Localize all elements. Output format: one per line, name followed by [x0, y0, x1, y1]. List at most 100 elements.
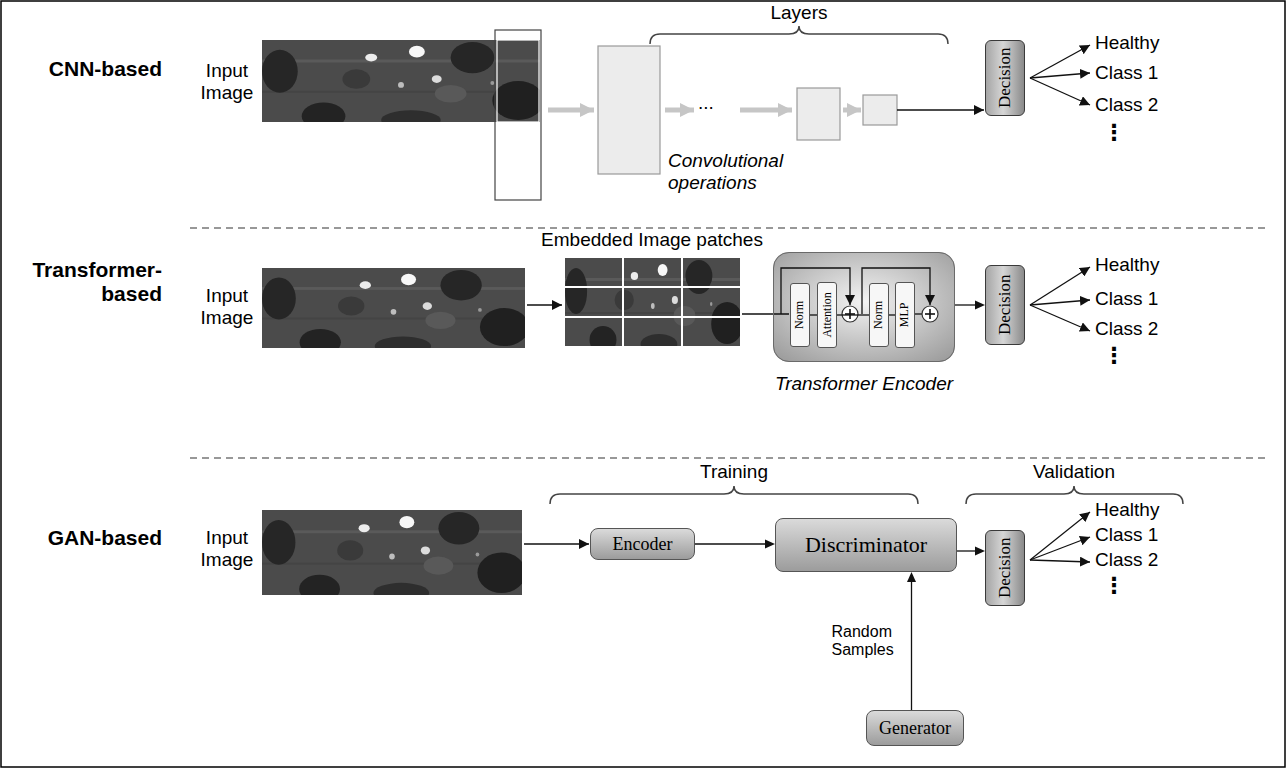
connector [957, 547, 985, 556]
flow-arrow [740, 108, 792, 113]
patch-label: Embedded Image patches [532, 229, 772, 251]
box-text: Encoder [613, 534, 673, 555]
layer-box: Norm [869, 283, 889, 347]
ellipsis: ⋮ [1103, 120, 1125, 145]
divider [190, 227, 1265, 228]
input-image [262, 510, 526, 603]
process-box: Generator [866, 710, 964, 746]
connector-line [957, 550, 977, 551]
brace [650, 26, 948, 44]
output-arrow [1030, 73, 1090, 78]
input-image [262, 268, 529, 356]
decision-text: Decision [995, 47, 1015, 107]
arrow-head [975, 301, 985, 310]
figure-circle [922, 306, 938, 322]
ellipsis: ... [698, 92, 714, 114]
class-label: Class 1 [1095, 524, 1158, 546]
decision-box: Decision [985, 530, 1025, 606]
layer-name: Attention [820, 292, 834, 337]
figure-line [929, 309, 931, 319]
layer-box: Attention [817, 282, 837, 348]
connector [955, 301, 985, 310]
class-label: Healthy [1095, 499, 1159, 521]
ellipsis: ⋮ [1103, 573, 1125, 598]
block-title: Transformer Encoder [774, 373, 954, 395]
layer-box [797, 88, 840, 140]
kernel-window [495, 30, 541, 200]
class-label: Class 2 [1095, 318, 1158, 340]
arrow-head [765, 540, 775, 549]
output-line [897, 109, 984, 110]
flow-arrow [524, 543, 589, 544]
brace-label: Training [664, 461, 804, 483]
layer-name: Norm [872, 301, 886, 329]
output-arrow [1030, 45, 1090, 78]
figure-use [569, 262, 743, 354]
process-box: Encoder [590, 528, 695, 560]
process-box: Discriminator [775, 518, 957, 572]
connector-line [695, 543, 767, 544]
connector-line [837, 314, 869, 315]
figure-line [849, 309, 851, 319]
output-arrow [1030, 267, 1090, 305]
layer-box: Norm [790, 283, 810, 347]
box-text: Discriminator [805, 532, 927, 557]
add-symbol [842, 306, 858, 322]
flow-arrow [548, 108, 594, 113]
output-arrow [1030, 512, 1090, 560]
output-arrow [1030, 537, 1090, 560]
decision-text: Decision [995, 274, 1015, 334]
flow-line [742, 313, 789, 314]
add-symbol [922, 306, 938, 322]
image-label: Input Image [194, 60, 260, 104]
connector-line [810, 314, 817, 315]
flow-arrow [665, 108, 694, 113]
row-title: GAN-based [20, 526, 162, 550]
layer-box: MLP [895, 282, 915, 348]
class-label: Class 1 [1095, 288, 1158, 310]
encoder-block: Transformer EncoderNormAttentionNormMLP [773, 252, 955, 362]
decision-text: Decision [995, 537, 1015, 597]
box-text: Generator [879, 718, 951, 739]
connector-line [911, 580, 912, 710]
ellipsis: ⋮ [1103, 343, 1125, 368]
layer-box [863, 95, 897, 125]
brace-label: Validation [1004, 461, 1144, 483]
encoder-fill [773, 252, 955, 362]
row-title: CNN-based [20, 57, 162, 81]
output-arrow [1030, 300, 1090, 305]
layer-name: MLP [898, 303, 912, 328]
connector [810, 315, 817, 316]
figure-svg [569, 262, 743, 354]
arrow-head [907, 572, 916, 582]
connector-line [955, 304, 977, 305]
arrow-head [975, 547, 985, 556]
edge-label: Random Samples [832, 623, 904, 660]
row-title: Transformer- based [20, 258, 162, 306]
image-patches [565, 258, 743, 354]
connector [907, 572, 916, 710]
class-label: Class 1 [1095, 62, 1158, 84]
brace [550, 486, 918, 504]
divider [190, 457, 1265, 458]
output-arrow [1030, 78, 1090, 105]
decision-box: Decision [985, 40, 1025, 116]
kernel-window [497, 40, 539, 122]
class-label: Healthy [1095, 254, 1159, 276]
connector [695, 540, 775, 549]
decision-box: Decision [985, 265, 1025, 345]
class-label: Class 2 [1095, 549, 1158, 571]
connector [837, 315, 869, 316]
input-image [262, 40, 544, 130]
image-label: Input Image [194, 285, 260, 329]
class-label: Healthy [1095, 32, 1159, 54]
output-arrow [1030, 305, 1090, 331]
layer-name: Norm [793, 301, 807, 329]
flow-arrow [843, 108, 861, 113]
image-label: Input Image [194, 527, 260, 571]
class-label: Class 2 [1095, 94, 1158, 116]
brace-label: Layers [739, 2, 859, 24]
